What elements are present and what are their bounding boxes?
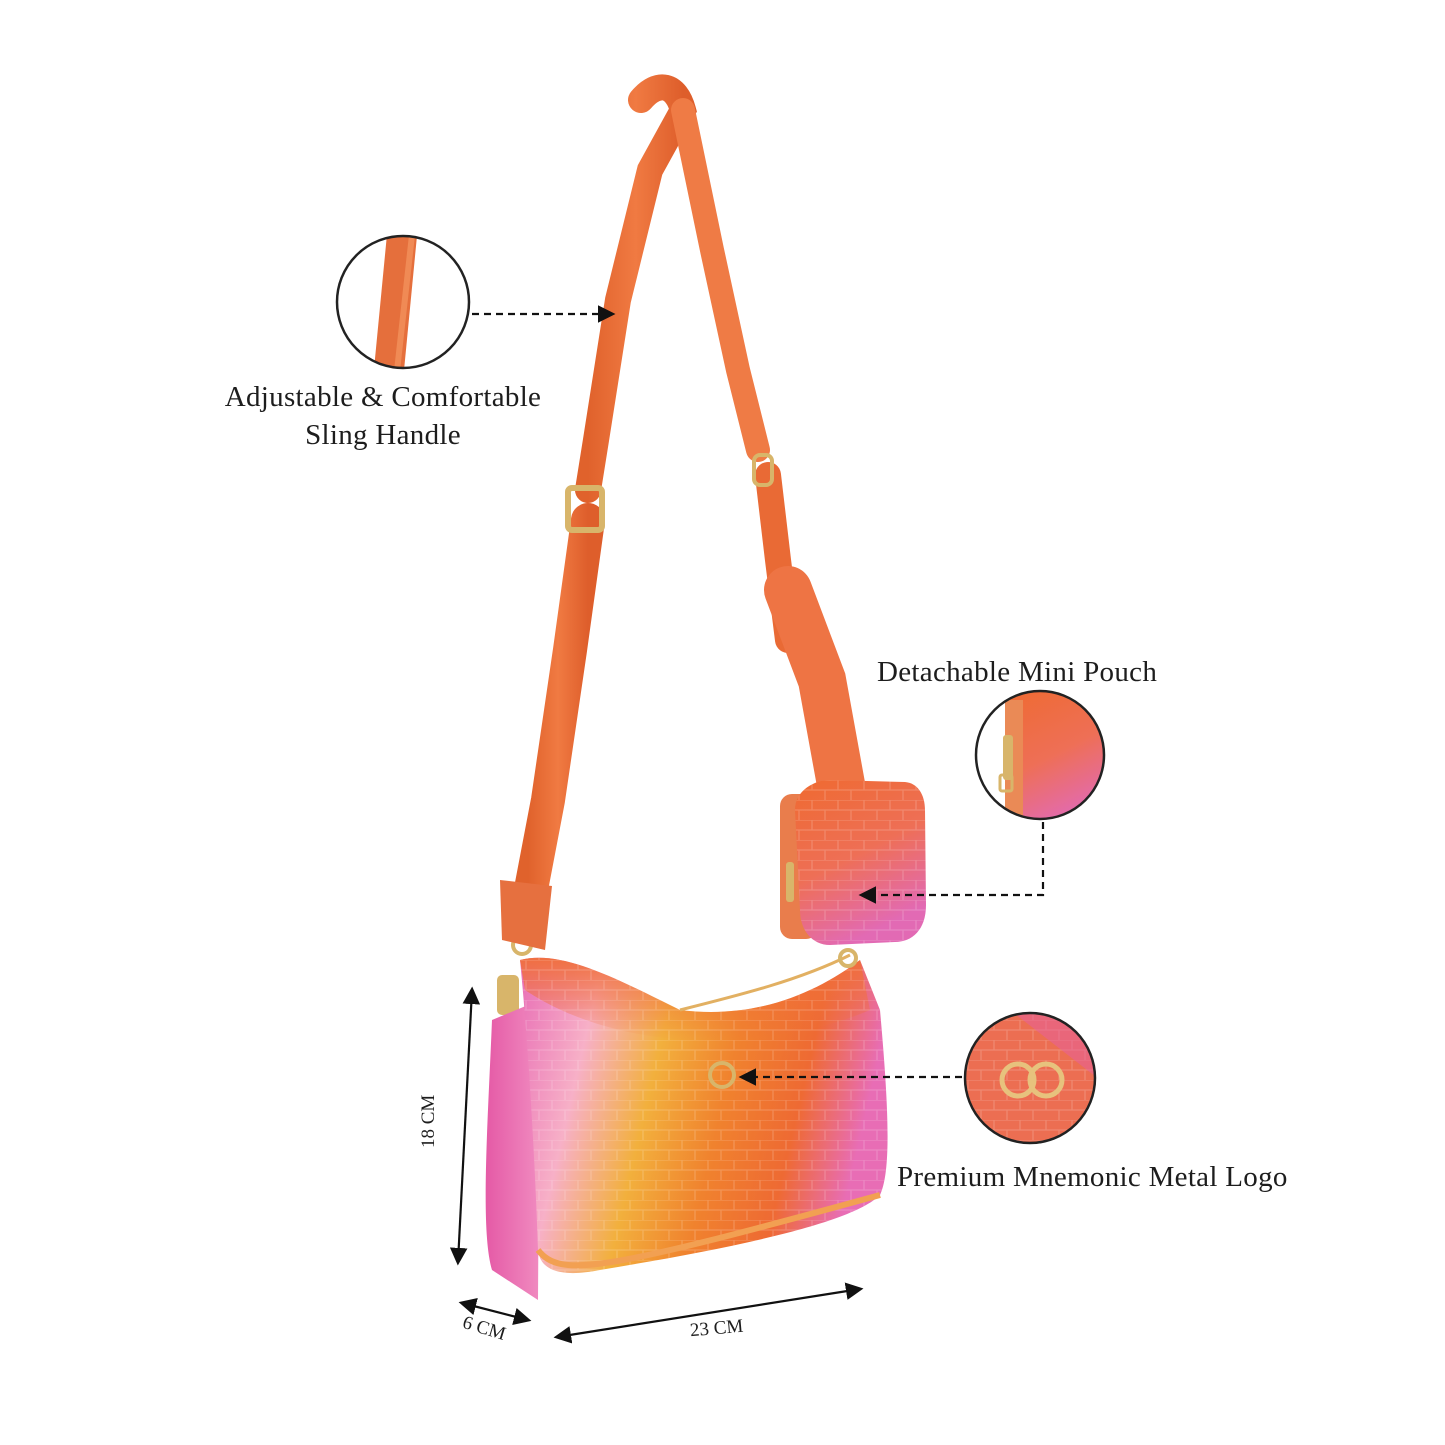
width-dimension-label: 23 CM [689, 1315, 745, 1342]
strap-callout-line2: Sling Handle [305, 419, 461, 451]
strap-tab [500, 880, 552, 950]
strap-callout-label: Adjustable & Comfortable Sling Handle [198, 378, 568, 454]
metal-logo [708, 1061, 736, 1089]
height-dimension-label: 18 CM [418, 1094, 439, 1148]
callout-connectors [472, 305, 1045, 1086]
logo-detail-icon [963, 1011, 1097, 1145]
strap-detail-icon [335, 234, 471, 370]
strap-buckle [497, 453, 774, 1015]
main-bag [485, 953, 888, 1300]
sling-strap [511, 74, 866, 922]
pouch-callout-label: Detachable Mini Pouch [877, 656, 1158, 688]
strap-callout-line1: Adjustable & Comfortable [224, 381, 542, 413]
logo-callout-label: Premium Mnemonic Metal Logo [897, 1161, 1288, 1193]
pouch-detail-icon [974, 689, 1106, 821]
dimension-arrows [449, 986, 864, 1344]
mini-pouch [780, 780, 926, 968]
